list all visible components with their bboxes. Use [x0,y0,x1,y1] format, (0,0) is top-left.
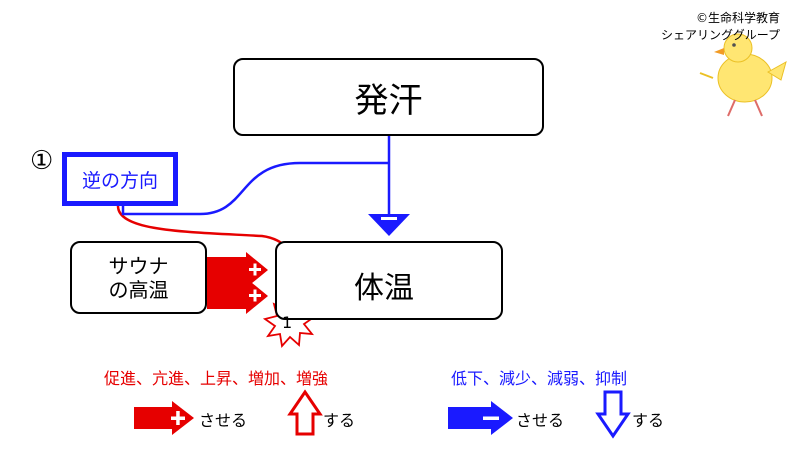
sauna-label-line-2: の高温 [108,277,169,302]
sauna-label-line-1: サウナ [108,253,169,278]
legend-up-arrow-icon [287,389,323,436]
legend-down-arrow-icon [595,390,631,439]
sauna-node: サウナ の高温 [70,241,207,314]
sweat-node: 発汗 [233,58,544,136]
legend-red-block-arrow [134,401,194,435]
credit-line-2: シェアリンググループ [660,28,780,42]
reverse-label: 逆の方向 [81,169,158,192]
legend-decrease-terms: 低下、減少、減弱、抑制 [451,369,628,388]
burst-number: 1 [282,313,293,332]
legend-red-do: する [323,411,356,430]
credit-text: ©生命科学教育 シェアリンググループ [661,10,780,44]
body-temperature-label: 体温 [354,271,414,306]
legend-blue-do: する [632,411,665,430]
legend-increase-terms: 促進、亢進、上昇、増加、増強 [104,369,329,388]
red-plus-arrow-2 [207,278,268,314]
credit-line-1: ©生命科学教育 [695,11,780,25]
blue-minus-arrowhead [368,214,410,236]
legend-blue-make-do: させる [516,411,565,430]
reverse-number: ① [30,146,54,176]
legend-blue-block-arrow [448,401,513,435]
body-temperature-node: 体温 [275,241,503,320]
blue-inhibit-curve [121,161,389,216]
chick-illustration [699,33,787,117]
reverse-direction-node: 逆の方向 [62,152,178,206]
red-plus-arrow-1 [207,252,268,288]
sweat-label: 発汗 [354,80,423,121]
legend-red-make-do: させる [199,411,248,430]
